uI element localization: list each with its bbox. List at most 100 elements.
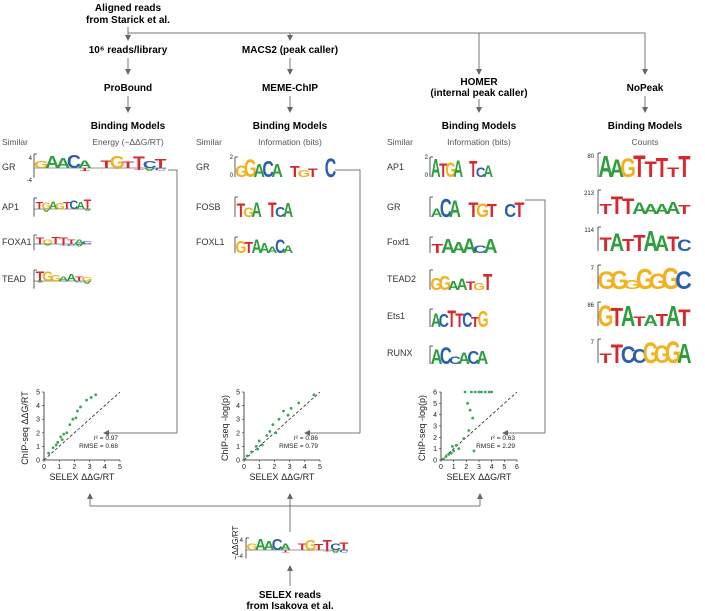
logo-letter: T bbox=[80, 167, 91, 172]
y-tick-label: 5 bbox=[433, 401, 437, 408]
logo-letter: G bbox=[620, 153, 636, 184]
logo-letter: G bbox=[623, 277, 641, 291]
scatter-x-label: SELEX ΔΔG/RT bbox=[447, 472, 512, 482]
meme-tool: MEME-ChIP bbox=[262, 83, 318, 94]
nopeak-count: 7 bbox=[591, 340, 595, 346]
logo-letter: C bbox=[67, 243, 77, 246]
logo-tick: 2 bbox=[230, 155, 234, 161]
probound-label: GR bbox=[2, 162, 16, 172]
logo-letter: C bbox=[275, 205, 286, 222]
logo-letter: T bbox=[314, 543, 324, 552]
scatter-point bbox=[442, 457, 445, 461]
logo-letter: T bbox=[155, 157, 167, 171]
logo-letter: C bbox=[476, 165, 486, 180]
logo-letter: T bbox=[514, 198, 524, 221]
x-tick-label: 5 bbox=[502, 464, 506, 471]
logo-letter: T bbox=[656, 310, 669, 329]
x-tick-label: 2 bbox=[272, 464, 276, 471]
logo-letter: A bbox=[58, 276, 68, 283]
y-tick-label: 0 bbox=[236, 458, 240, 465]
scatter-point bbox=[79, 405, 82, 409]
logo-letter: A bbox=[643, 200, 658, 217]
scatter-point bbox=[286, 413, 290, 417]
homer-tool: HOMER bbox=[460, 77, 498, 88]
logo-letter: T bbox=[307, 550, 315, 551]
homer-label: AP1 bbox=[387, 162, 404, 172]
logo-letter: G bbox=[243, 205, 254, 220]
scatter-point bbox=[56, 440, 60, 444]
y-tick-label: 4 bbox=[433, 412, 437, 419]
logo-letter: G bbox=[665, 334, 681, 370]
probound-step: 10⁶ reads/library bbox=[89, 45, 168, 56]
logo-letter: A bbox=[643, 225, 658, 258]
logo-letter: A bbox=[449, 196, 461, 223]
scatter-point bbox=[470, 390, 473, 394]
meme-label: FOSB bbox=[196, 202, 221, 212]
rmse-annotation: RMSE = 0.79 bbox=[279, 443, 318, 450]
nopeak-count-labels: 80 213 114 7 86 7 bbox=[584, 154, 595, 346]
x-tick-label: 2 bbox=[72, 464, 76, 471]
scatter-point bbox=[297, 401, 301, 405]
logo-letter: G bbox=[42, 201, 52, 211]
logo-letter: A bbox=[56, 155, 70, 171]
scatter-point bbox=[254, 445, 258, 448]
logo-letter: C bbox=[75, 281, 85, 283]
scatter-point bbox=[245, 454, 249, 458]
scatter-x-label: SELEX ΔΔG/RT bbox=[250, 472, 315, 482]
logo-letter: G bbox=[82, 276, 93, 282]
selex-title-line2: from Isakova et al. bbox=[246, 601, 333, 611]
probound-labels: GR AP1 FOXA1 TEAD bbox=[2, 162, 32, 284]
scatter-point bbox=[463, 390, 467, 394]
logo-letter: T bbox=[469, 157, 478, 183]
logo-letter: T bbox=[244, 240, 253, 257]
logo-letter: T bbox=[644, 158, 656, 182]
logo-letter: T bbox=[439, 159, 448, 181]
logo-letter: T bbox=[51, 235, 60, 247]
r-squared-annotation: r² = 0.63 bbox=[491, 435, 516, 442]
logo-letter: A bbox=[484, 236, 498, 258]
logo-letter: T bbox=[323, 538, 332, 554]
logo-letter: C bbox=[440, 344, 452, 370]
scatter-point bbox=[71, 417, 75, 421]
logo-letter: G bbox=[662, 262, 680, 296]
selex-title-line1: SELEX reads bbox=[259, 590, 322, 601]
logo-letter: T bbox=[667, 164, 680, 180]
logo-letter: A bbox=[655, 231, 670, 256]
logo-letter: T bbox=[60, 244, 68, 246]
scatter-point bbox=[454, 443, 458, 447]
nopeak-count: 80 bbox=[587, 154, 594, 160]
homer-label: Foxf1 bbox=[387, 237, 410, 247]
x-tick-label: 1 bbox=[57, 464, 61, 471]
logo-letter: C bbox=[262, 157, 274, 183]
logo-letter: G bbox=[598, 300, 614, 333]
scatter-point bbox=[449, 451, 453, 455]
logo-letter: G bbox=[473, 281, 485, 292]
logo-letter: C bbox=[621, 341, 636, 368]
scatter-point bbox=[471, 416, 475, 420]
identity-line bbox=[440, 391, 518, 461]
scatter-point bbox=[85, 398, 88, 402]
top-title-line2: from Starick et al. bbox=[86, 15, 170, 26]
logo-letter: T bbox=[432, 242, 444, 256]
scatter-point bbox=[451, 445, 454, 448]
logo-letter: T bbox=[599, 201, 612, 218]
logo-letter: T bbox=[483, 270, 492, 296]
scatter-y-label: ChIP-seq ΔΔG/RT bbox=[20, 391, 30, 465]
y-tick-label: 0 bbox=[433, 458, 437, 465]
logo-letter: A bbox=[36, 209, 44, 210]
logo-letter: G bbox=[305, 537, 317, 554]
logo-letter: A bbox=[78, 159, 92, 171]
logo-letter: T bbox=[59, 236, 69, 247]
scatter-point bbox=[466, 401, 469, 405]
logo-letter: A bbox=[49, 201, 59, 212]
logo-letter: T bbox=[678, 304, 691, 331]
